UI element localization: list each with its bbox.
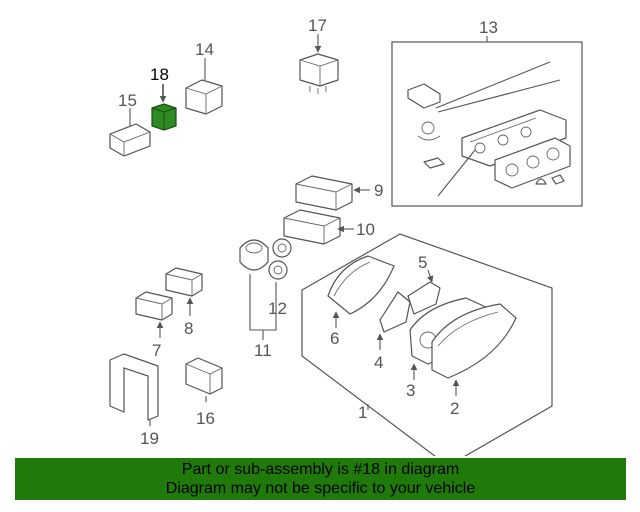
part-2-cluster-lens[interactable] <box>431 303 517 396</box>
callout-12: 12 <box>268 299 287 318</box>
part-7-switch[interactable] <box>135 291 173 338</box>
callout-10: 10 <box>356 220 375 239</box>
part-4-circuit-board[interactable] <box>376 291 411 350</box>
parts-diagram: 13 14 15 18 17 9 10 <box>109 16 583 456</box>
banner-line-2: Diagram may not be specific to your vehi… <box>165 480 476 497</box>
callout-8: 8 <box>184 319 193 338</box>
callout-16: 16 <box>196 409 215 428</box>
callout-15: 15 <box>118 91 137 110</box>
info-banner: Part or sub-assembly is #18 in diagram D… <box>15 458 626 500</box>
part-14-relay[interactable] <box>185 58 223 115</box>
part-18-relay-highlighted[interactable] <box>151 84 177 131</box>
callout-11: 11 <box>254 341 272 360</box>
callout-13: 13 <box>479 18 498 37</box>
callout-7: 7 <box>152 341 161 360</box>
callout-19: 19 <box>140 429 159 448</box>
part-8-switch[interactable] <box>165 267 203 316</box>
part-17-relay[interactable] <box>299 34 339 94</box>
part-19-bracket[interactable] <box>109 353 159 426</box>
callout-17: 17 <box>308 16 327 35</box>
callout-3: 3 <box>406 381 415 400</box>
part-9-switch[interactable] <box>295 175 370 211</box>
callout-6: 6 <box>330 329 339 348</box>
callout-14: 14 <box>195 40 214 59</box>
part-6-cluster-housing[interactable] <box>327 255 395 328</box>
part-15-module[interactable] <box>109 108 151 157</box>
part-10-switch[interactable] <box>283 209 354 245</box>
banner-line-1: Part or sub-assembly is #18 in diagram <box>181 461 460 478</box>
part-11-lighter-assembly[interactable] <box>239 238 292 340</box>
part-1-instrument-cluster[interactable] <box>301 233 553 456</box>
part-16-module[interactable] <box>185 357 223 402</box>
callout-18: 18 <box>150 65 169 84</box>
part-13-climate-control-assembly[interactable] <box>391 36 583 207</box>
callout-2: 2 <box>450 399 459 418</box>
part-5-gauge[interactable] <box>407 269 441 315</box>
callout-9: 9 <box>374 181 383 200</box>
callout-5: 5 <box>418 253 427 272</box>
callout-1: 1 <box>358 403 367 422</box>
callout-4: 4 <box>374 353 383 372</box>
